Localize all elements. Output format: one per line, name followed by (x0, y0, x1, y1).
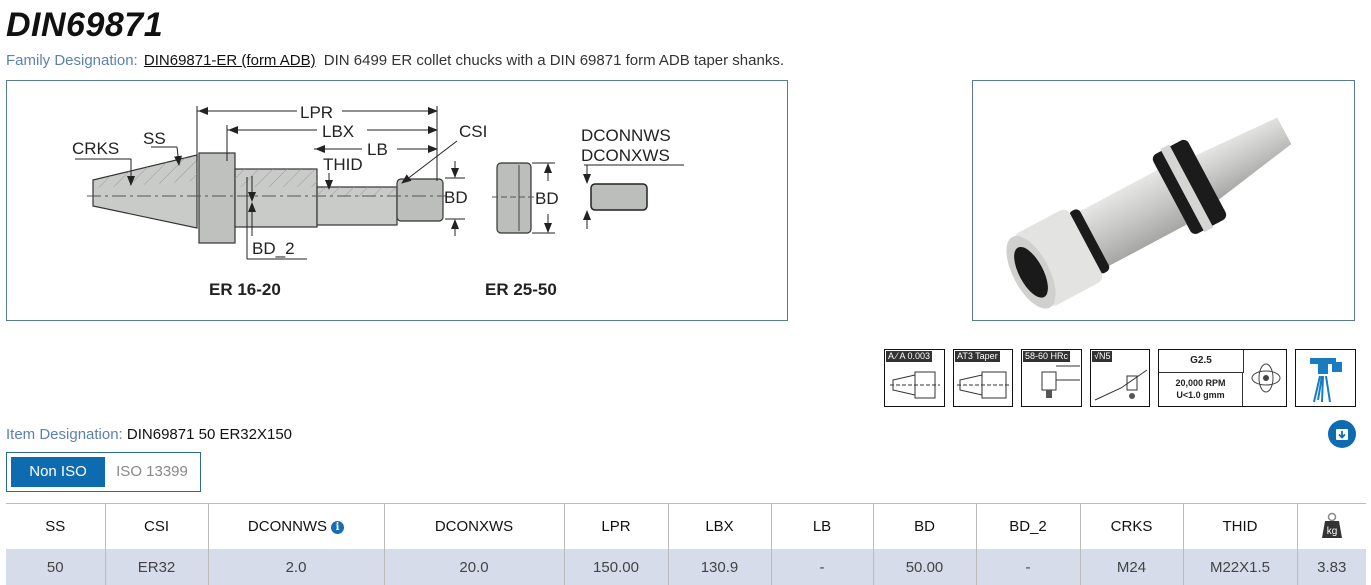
header-csi: CSI (105, 503, 209, 549)
header-bd2: BD_2 (976, 503, 1081, 549)
header-thid: THID (1183, 503, 1298, 549)
toggle-iso-13399[interactable]: ISO 13399 (116, 463, 188, 480)
header-crks: CRKS (1080, 503, 1184, 549)
standard-toggle: Non ISO ISO 13399 (6, 452, 201, 492)
svg-text:kg: kg (1326, 526, 1337, 537)
label-lpr: LPR (300, 103, 333, 122)
download-icon (1336, 429, 1348, 440)
item-value: DIN69871 50 ER32X150 (126, 426, 293, 443)
header-lpr: LPR (564, 503, 669, 549)
cell-bd: 50.00 (873, 549, 977, 585)
surface-finish-icon: √N5 (1090, 349, 1150, 407)
caption-er25-50: ER 25-50 (485, 280, 557, 299)
family-link[interactable]: DIN69871-ER (form ADB) (143, 52, 316, 69)
table-row: 50 ER32 2.0 20.0 150.00 130.9 - 50.00 - … (6, 549, 1366, 585)
label-bd-right: BD (535, 189, 559, 208)
holder-drawing (87, 152, 447, 244)
cell-lbx: 130.9 (668, 549, 772, 585)
label-ss: SS (143, 129, 166, 148)
header-weight: kg (1297, 504, 1366, 550)
family-description: DIN 6499 ER collet chucks with a DIN 698… (323, 52, 784, 69)
label-dconnws: DCONNWS (581, 126, 671, 145)
balance-icon: G2.5 20,000 RPM U<1.0 gmm (1158, 349, 1287, 407)
taper-icon: AT3 Taper (953, 349, 1013, 407)
cell-dconxws: 20.0 (384, 549, 565, 585)
header-dconxws: DCONXWS (384, 503, 565, 549)
family-label: Family Designation: (6, 52, 138, 69)
hardness-icon: 58-60 HRc (1021, 349, 1082, 407)
cell-dconnws: 2.0 (208, 549, 385, 585)
shank-drawing (590, 183, 648, 211)
runout-icon: A ⁄ A 0.003 (884, 349, 945, 407)
header-lbx: LBX (668, 503, 772, 549)
label-lb: LB (367, 140, 388, 159)
label-lbx: LBX (322, 122, 354, 141)
label-bd-left: BD (444, 188, 468, 207)
cell-thid: M22X1.5 (1183, 549, 1298, 585)
technical-diagram: LPR LBX LB CSI SS CRKS THID BD_2 BD (6, 80, 788, 321)
collet-nut-drawing (492, 162, 537, 234)
family-designation: Family Designation: DIN69871-ER (form AD… (6, 52, 784, 69)
weight-kg-icon: kg (1321, 512, 1342, 538)
product-photo (972, 80, 1355, 321)
cell-weight: 3.83 (1297, 549, 1366, 585)
download-button[interactable] (1328, 420, 1356, 448)
page-title: DIN69871 (6, 6, 164, 44)
caption-er16-20: ER 16-20 (209, 280, 281, 299)
info-icon[interactable]: i (331, 521, 345, 534)
toggle-non-iso[interactable]: Non ISO (11, 457, 105, 487)
header-lb: LB (771, 503, 874, 549)
label-dconxws: DCONXWS (581, 146, 670, 165)
label-bd2: BD_2 (252, 239, 295, 258)
cell-bd2: - (976, 549, 1081, 585)
header-ss: SS (6, 503, 106, 549)
cell-csi: ER32 (105, 549, 209, 585)
cell-crks: M24 (1080, 549, 1184, 585)
cell-ss: 50 (6, 549, 106, 585)
label-thid: THID (323, 155, 363, 174)
header-bd: BD (873, 503, 977, 549)
item-label: Item Designation: (6, 426, 123, 443)
coolant-icon (1295, 349, 1356, 407)
label-crks: CRKS (72, 139, 119, 158)
cell-lpr: 150.00 (564, 549, 669, 585)
item-designation: Item Designation: DIN69871 50 ER32X150 (6, 426, 292, 443)
cell-lb: - (771, 549, 874, 585)
label-csi: CSI (459, 122, 487, 141)
